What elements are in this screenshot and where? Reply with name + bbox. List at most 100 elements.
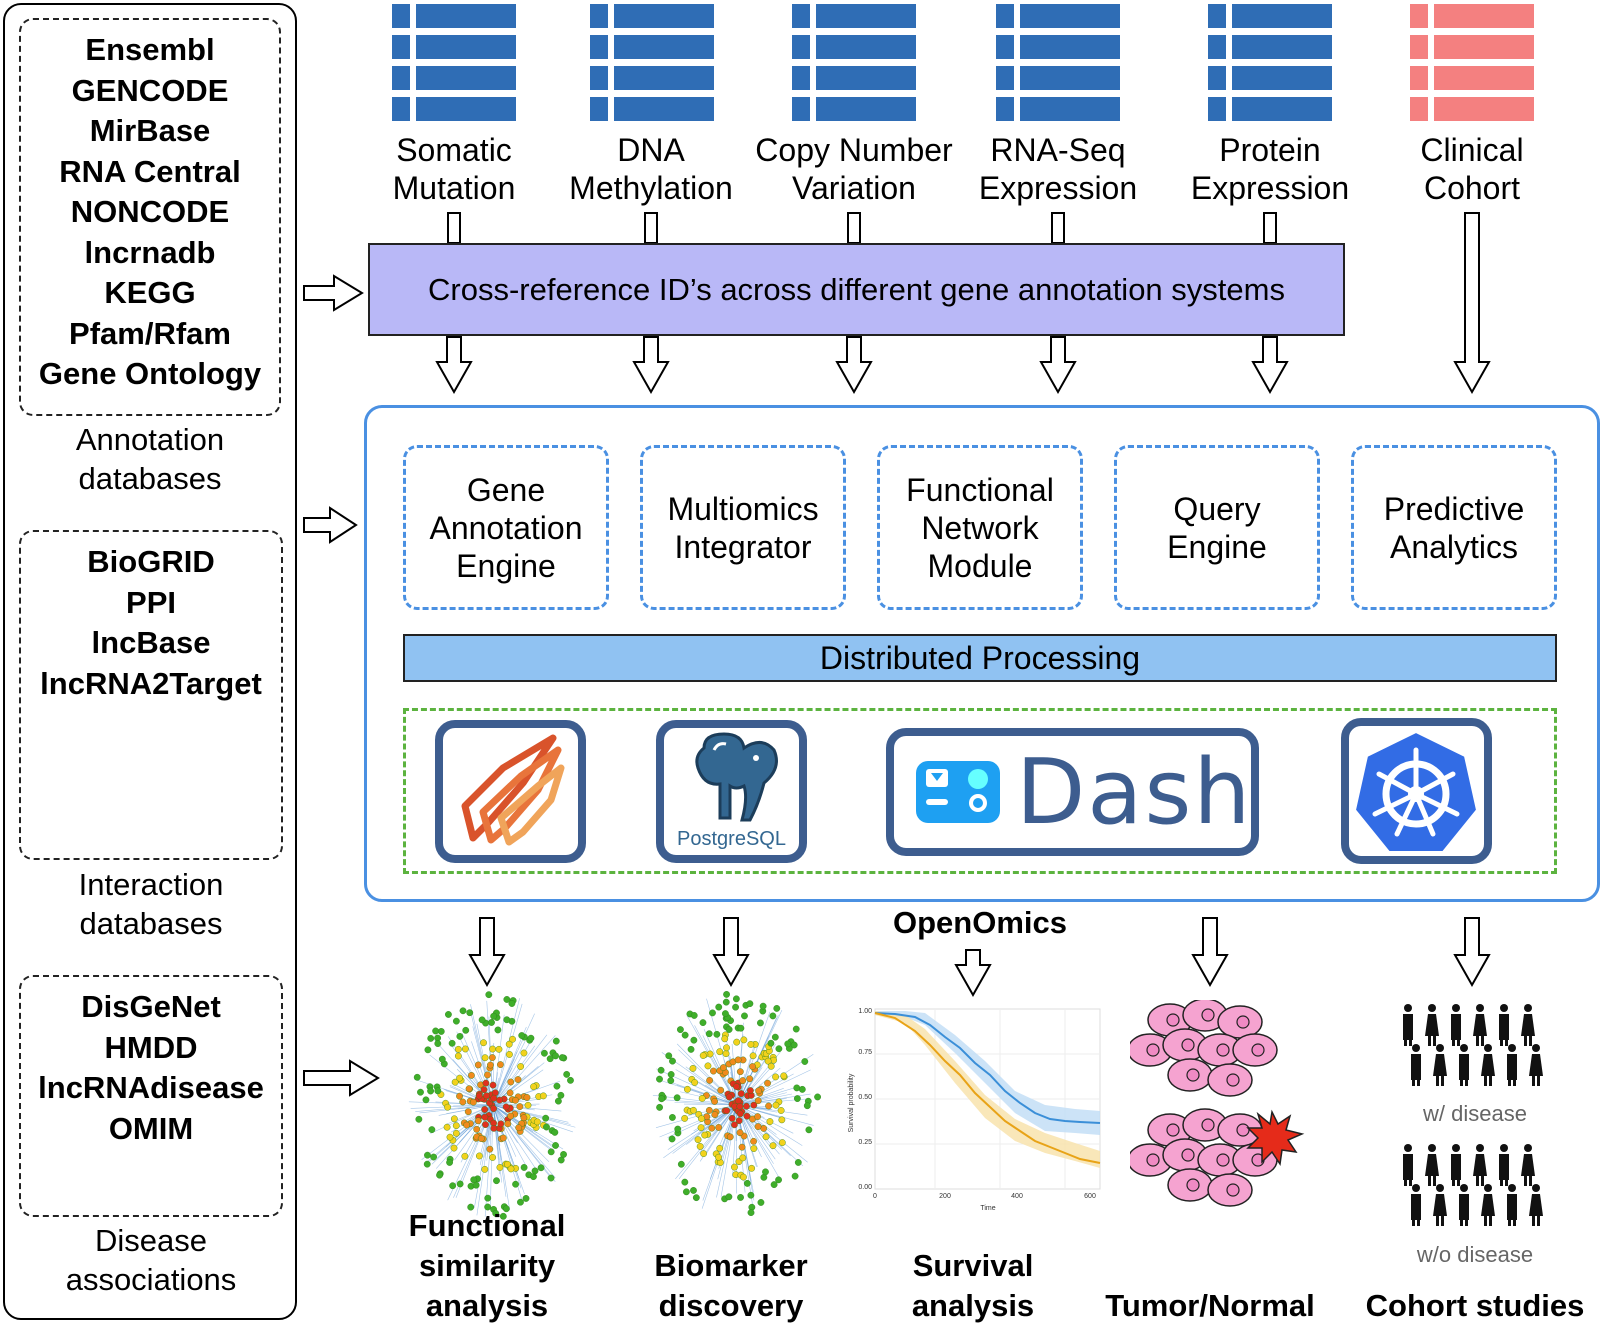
label-line: Analytics (1389, 528, 1519, 565)
label-line: Integrator (674, 528, 812, 565)
db-item: Ensembl (85, 32, 215, 67)
label-line: Tumor/Normal (1105, 1288, 1315, 1323)
ytick: 0.25 (858, 1139, 872, 1146)
interaction-db-label: Interaction databases (19, 865, 283, 943)
cohort-with-disease-label: w/ disease (1423, 1101, 1527, 1126)
ytick: 1.00 (858, 1008, 872, 1015)
arrow-down-1 (435, 336, 473, 395)
label-line: Functional (408, 1208, 566, 1243)
cohort-without-disease (1403, 1144, 1543, 1226)
stem-somatic-mutation (447, 212, 461, 244)
openomics-title: OpenOmics (893, 905, 1067, 940)
person-icon (1521, 1004, 1535, 1046)
annotation-db-box (19, 18, 281, 416)
person-icon (1473, 1004, 1487, 1046)
data-type-copy-number: Copy Number Variation (754, 131, 954, 207)
person-icon (1473, 1144, 1487, 1186)
db-item: MirBase (89, 113, 211, 148)
label-line: Multiomics (667, 490, 819, 527)
db-item: lncrnadb (84, 234, 216, 270)
xtick: 400 (1011, 1193, 1023, 1200)
module-predictive-analytics: Predictive Analytics (1351, 445, 1557, 610)
db-item: Pfam/Rfam (69, 315, 231, 351)
label-line: Variation (792, 170, 916, 206)
openomics-box (364, 405, 1600, 902)
helm-wheel-icon (1353, 730, 1479, 853)
tumor-burst-icon (1246, 1109, 1305, 1167)
person-icon (1433, 1044, 1447, 1086)
person-icon (1403, 1144, 1413, 1186)
interaction-db-box (19, 530, 283, 860)
stem-copy-number (847, 212, 861, 244)
data-type-somatic-mutation: Somatic Mutation (354, 131, 554, 207)
person-icon (1451, 1144, 1461, 1186)
left-panel (3, 3, 297, 1320)
db-item: OMIM (108, 1110, 194, 1146)
kubernetes-logo (1341, 718, 1492, 864)
data-type-rna-seq: RNA-Seq Expression (958, 131, 1158, 207)
person-icon (1481, 1044, 1495, 1086)
network-graph-1 (408, 991, 576, 1220)
label-line: Survival (912, 1248, 1034, 1283)
ytick: 0.75 (858, 1049, 872, 1056)
label-line: databases (79, 906, 223, 941)
xtick: 600 (1084, 1193, 1096, 1200)
person-icon (1507, 1184, 1517, 1226)
label-line: Protein (1219, 132, 1321, 168)
xtick: 0 (873, 1193, 877, 1200)
person-icon (1411, 1044, 1421, 1086)
dash-app-icon (916, 761, 1000, 823)
annotation-db-label: Annotation databases (19, 420, 281, 498)
table-icon (1410, 4, 1534, 121)
disease-db-label: Disease associations (19, 1221, 283, 1299)
label-line: Copy Number (755, 132, 953, 168)
network-graph-2 (652, 991, 821, 1217)
person-icon (1529, 1044, 1543, 1086)
data-type-clinical: Clinical Cohort (1372, 131, 1572, 207)
person-icon (1433, 1184, 1447, 1226)
data-type-protein: Protein Expression (1170, 131, 1370, 207)
db-item: RNA Central (59, 153, 241, 189)
stem-dna-methylation (644, 212, 658, 244)
label-line: Biomarker (654, 1248, 808, 1283)
postgresql-logo: PostgreSQL (656, 720, 807, 863)
arrow-right-annotation (303, 274, 364, 312)
table-icon (590, 4, 714, 121)
tumor-normal-cells (1130, 1000, 1305, 1207)
label-line: Disease (95, 1223, 207, 1258)
label-line: Engine (456, 547, 556, 584)
label-line: Network (921, 509, 1039, 546)
db-item: lncBase (91, 625, 211, 660)
cohort-with-disease (1403, 1004, 1543, 1086)
person-icon (1499, 1004, 1509, 1046)
arrow-out-2 (712, 917, 750, 988)
person-icon (1459, 1044, 1469, 1086)
stem-rna-seq (1051, 212, 1065, 244)
label-line: associations (65, 1262, 237, 1297)
arrow-out-1 (468, 917, 506, 988)
arrow-down-5 (1251, 336, 1289, 395)
x-axis-label: Time (980, 1205, 995, 1212)
label-line: Mutation (392, 170, 516, 206)
arrow-right-disease (303, 1059, 380, 1097)
db-item: NONCODE (70, 194, 230, 229)
person-icon (1411, 1184, 1421, 1226)
output-functional-similarity: Functional similarity analysis (387, 1206, 587, 1326)
data-type-dna-methylation: DNA Methylation (551, 131, 751, 207)
crossref-bar: Cross-reference ID’s across different ge… (368, 243, 1345, 336)
label-line: similarity (418, 1248, 556, 1283)
elephant-icon (695, 732, 778, 822)
arrow-down-4 (1039, 336, 1077, 395)
distributed-processing-text: Distributed Processing (819, 639, 1141, 676)
arrow-out-3 (954, 949, 992, 998)
output-biomarker-discovery: Biomarker discovery (631, 1246, 831, 1326)
label-line: Somatic (396, 132, 512, 168)
label-line: Predictive (1383, 490, 1525, 527)
label-line: Interaction (78, 867, 224, 902)
y-axis-label: Survival probability (848, 1073, 855, 1132)
crossref-text: Cross-reference ID’s across different ge… (428, 271, 1285, 307)
arrow-right-interaction (303, 506, 358, 544)
db-item: PPI (126, 584, 176, 620)
dash-wordmark: Dash (1016, 740, 1253, 845)
